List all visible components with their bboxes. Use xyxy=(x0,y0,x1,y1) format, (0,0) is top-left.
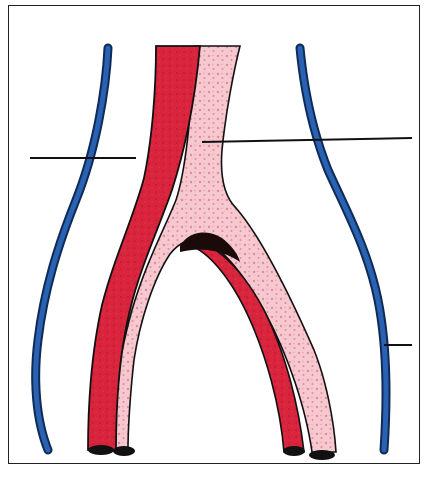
vessel-end-left-pink xyxy=(113,446,135,456)
vessel-end-right-red xyxy=(283,446,305,456)
leader-line-right-upper xyxy=(202,138,412,142)
vessel-end-right-pink xyxy=(309,450,335,460)
vessel-end-left-red xyxy=(88,445,114,455)
